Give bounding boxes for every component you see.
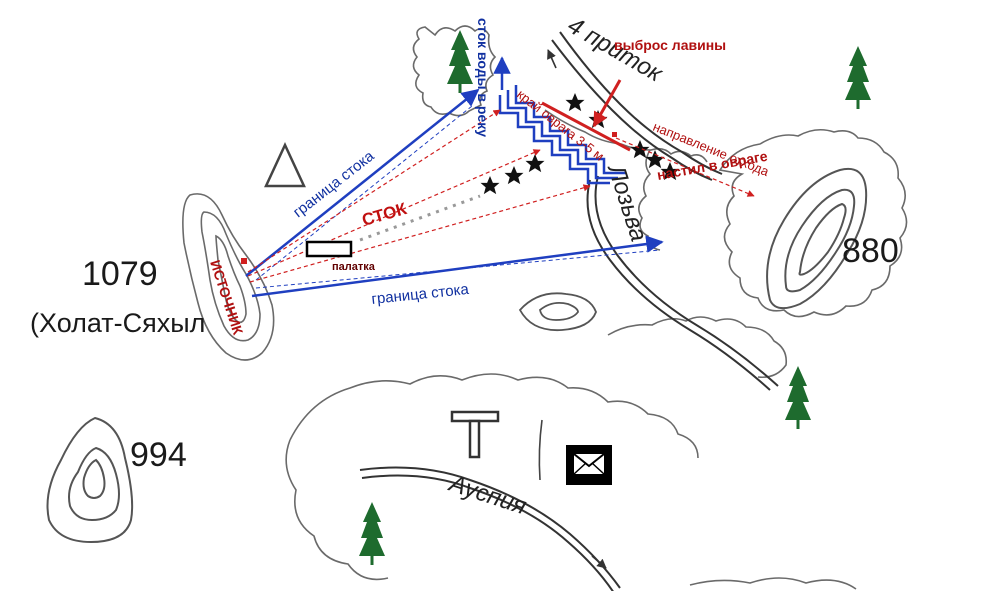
river-lozva — [586, 175, 779, 391]
forest-boundary — [285, 25, 908, 590]
star-icon — [504, 166, 524, 185]
tree-icon — [785, 366, 811, 429]
tree-icon — [845, 46, 871, 109]
river-lozva-label: Лозьва — [602, 160, 653, 245]
tree-icon — [359, 502, 385, 565]
side-stream — [538, 419, 543, 481]
boundary-dash-bottom — [255, 249, 661, 289]
gray-dotted-line — [359, 194, 481, 242]
river-auspiya-arrow — [591, 555, 607, 569]
peak-1079-name: (Холат-Сяхыл — [30, 308, 205, 338]
boundary-arrow-bottom — [251, 235, 664, 298]
peak-1079-height: 1079 — [82, 255, 158, 293]
tree-icon — [447, 30, 473, 93]
envelope-icon — [566, 445, 612, 485]
peak-880-height: 880 — [842, 232, 899, 270]
contour-small-hill — [518, 292, 597, 332]
star-icon — [480, 176, 500, 195]
star-icon — [525, 154, 545, 173]
runoff-to-river-label: сток воды в реку — [475, 18, 491, 137]
star-icon — [565, 93, 585, 112]
runoff-label: СТОК — [360, 199, 409, 230]
peak-994-height: 994 — [130, 436, 187, 474]
contour-880 — [766, 168, 868, 310]
avalanche-arrow — [592, 79, 622, 128]
river-auspiya-label: Ауспия — [444, 469, 530, 520]
tent-icon — [305, 240, 353, 258]
avalanche-release-label: выброс лавины — [614, 37, 726, 53]
triangle-marker-icon — [264, 142, 306, 188]
red-dashed-arrows — [247, 109, 755, 283]
retreat-start-marker — [612, 132, 617, 137]
boundary-bottom-label: граница стока — [371, 281, 471, 308]
source-marker — [241, 258, 247, 264]
ravine-edge-red-line — [541, 101, 631, 152]
contour-1079 — [182, 193, 275, 361]
t-marker-icon — [450, 410, 500, 459]
boundary-dash-top — [255, 105, 473, 281]
boundary-arrow-top — [245, 88, 480, 277]
river-pritok-arrow — [547, 49, 557, 69]
contour-994 — [46, 416, 134, 544]
ravine-edge-lines — [498, 85, 626, 185]
tent-label: палатка — [332, 261, 376, 273]
